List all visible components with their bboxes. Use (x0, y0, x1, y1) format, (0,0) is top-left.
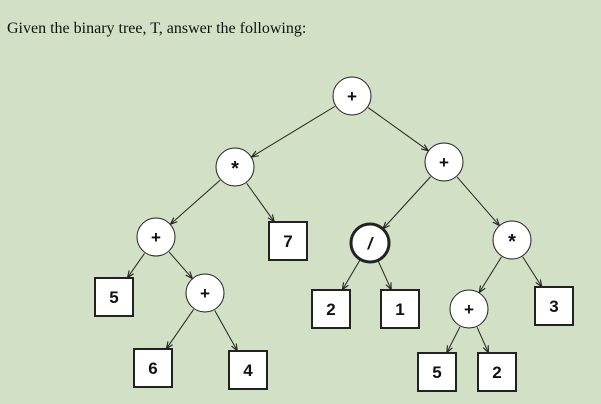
operand-square (311, 289, 351, 329)
node-label: * (508, 231, 516, 253)
edge-mul-left-plus-ll (171, 179, 221, 223)
operand-square (380, 289, 420, 329)
operator-circle (349, 222, 391, 264)
tree-node-leaf-6: 6 (133, 348, 173, 388)
node-label: 3 (549, 297, 558, 316)
edge-mul-left-leaf-7 (246, 182, 274, 221)
tree-node-plus-right: + (424, 142, 464, 182)
tree-node-plus-rrl: + (449, 289, 489, 329)
tree-node-leaf-5b: 5 (417, 352, 457, 392)
operand-square (534, 286, 574, 326)
edge-div-leaf-2a (343, 259, 361, 289)
operand-square (94, 277, 134, 317)
node-label: 5 (432, 363, 441, 382)
operator-circle (215, 147, 255, 187)
edge-div-leaf-1 (377, 261, 391, 289)
tree-nodes: + * + +7 / * 5 +2 1 +3 6 4 5 2 (94, 76, 574, 392)
edge-mul-rr-plus-rrl (480, 256, 502, 292)
operator-circle (332, 76, 372, 116)
tree-node-leaf-2b: 2 (477, 352, 517, 392)
edge-plus-right-div (383, 176, 431, 228)
node-label: + (439, 153, 449, 172)
node-label: * (231, 158, 239, 180)
tree-node-mul-rr: * (492, 220, 532, 260)
edge-plus-ll-plus-llr (168, 251, 192, 278)
node-label: 2 (326, 300, 335, 319)
tree-node-leaf-4: 4 (228, 350, 268, 390)
edge-plus-right-mul-rr (456, 176, 499, 225)
operator-circle (136, 217, 176, 257)
edge-mul-rr-leaf-3 (522, 256, 542, 286)
tree-node-leaf-1: 1 (380, 289, 420, 329)
tree-node-plus-llr: + (185, 273, 225, 313)
node-label: / (367, 234, 375, 253)
tree-node-leaf-2a: 2 (311, 289, 351, 329)
operand-square (133, 348, 173, 388)
question-prompt: Given the binary tree, T, answer the fol… (7, 20, 307, 37)
operator-circle (424, 142, 464, 182)
node-label: + (464, 300, 474, 319)
tree-node-mul-left: * (215, 147, 255, 187)
operator-circle (449, 289, 489, 329)
operand-square (477, 352, 517, 392)
edge-root-plus-right (367, 107, 427, 151)
node-label: 4 (243, 361, 253, 380)
operator-circle (185, 273, 225, 313)
tree-node-leaf-5a: 5 (94, 277, 134, 317)
operand-square (228, 350, 268, 390)
edge-root-mul-left (252, 105, 336, 156)
operand-square (268, 221, 308, 261)
node-label: + (347, 87, 357, 106)
node-label: 5 (109, 288, 118, 307)
node-label: + (151, 228, 161, 247)
tree-node-root: + (332, 76, 372, 116)
tree-node-plus-ll: + (136, 217, 176, 257)
node-label: 2 (492, 363, 501, 382)
node-label: 6 (148, 359, 157, 378)
node-label: 1 (395, 300, 404, 319)
edge-plus-rrl-leaf-2b (476, 327, 488, 352)
node-label: 7 (283, 232, 292, 251)
edge-plus-llr-leaf-6 (167, 309, 195, 348)
edge-plus-rrl-leaf-5b (447, 326, 461, 352)
tree-edges (128, 105, 542, 352)
node-label: + (200, 284, 210, 303)
operator-circle (492, 220, 532, 260)
edge-plus-llr-leaf-4 (214, 310, 237, 350)
operand-square (417, 352, 457, 392)
tree-node-leaf-3: 3 (534, 286, 574, 326)
tree-node-leaf-7: 7 (268, 221, 308, 261)
edge-plus-ll-leaf-5a (128, 253, 145, 277)
tree-node-div: / (349, 222, 391, 264)
